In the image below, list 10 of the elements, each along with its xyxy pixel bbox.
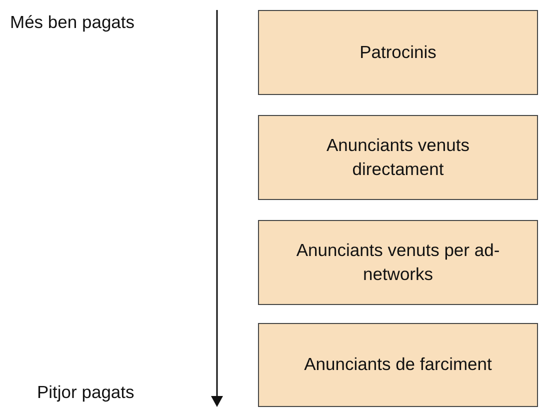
scale-label: Més ben pagats [10, 12, 135, 33]
box-label: Anunciants venuts directament [325, 134, 470, 180]
scale-label: Pitjor pagats [37, 382, 134, 403]
process-box [258, 10, 538, 95]
box-label: Patrocinis [358, 40, 438, 64]
process-box [258, 115, 538, 200]
process-box [258, 323, 538, 407]
box-label: Anunciants de farciment [303, 353, 493, 376]
process-box [258, 220, 538, 305]
box-label: Anunciants venuts per ad-networks [295, 238, 501, 286]
